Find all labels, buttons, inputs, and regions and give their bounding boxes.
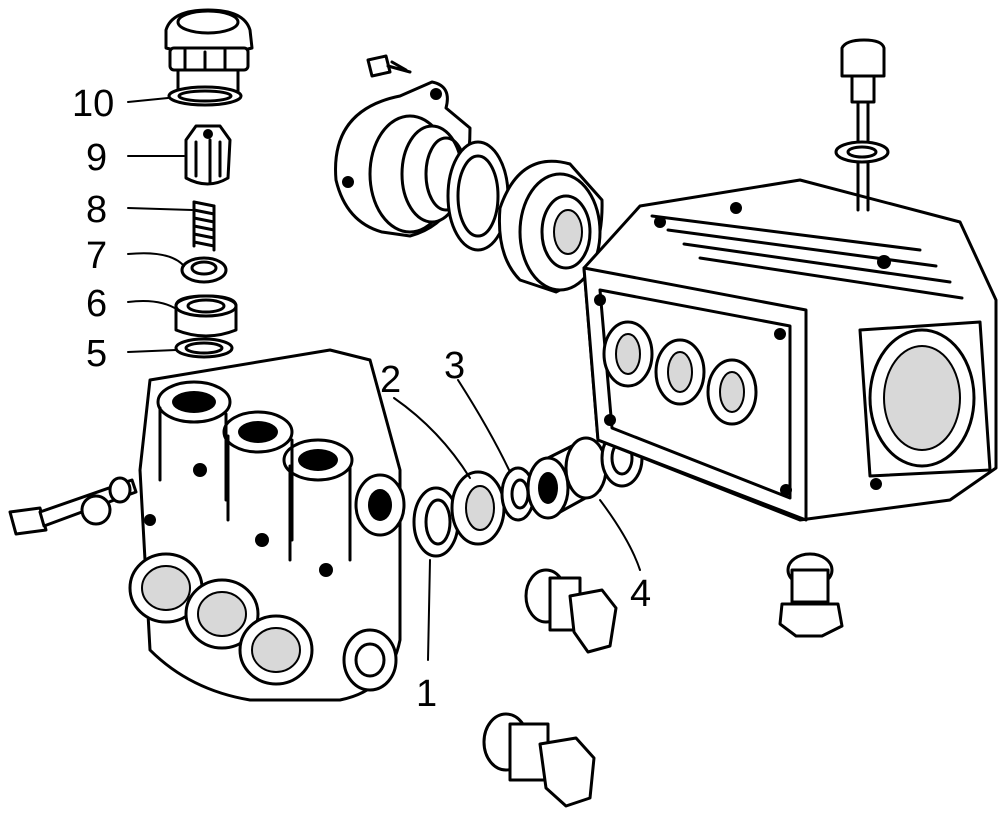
valve-plug-10	[164, 8, 254, 107]
bearing-cover	[334, 80, 472, 238]
seal-ring-1	[412, 486, 460, 558]
drain-plug-right	[778, 552, 844, 638]
label-10: 10	[72, 83, 114, 125]
head-bolt	[8, 476, 138, 536]
label-5: 5	[86, 333, 107, 375]
label-2: 2	[380, 359, 401, 401]
label-9: 9	[86, 137, 107, 179]
o-ring-5	[174, 337, 234, 359]
seal-ring-2	[450, 470, 506, 546]
plug-middle	[524, 568, 618, 654]
label-3: 3	[444, 345, 465, 387]
leader-lines-seals	[393, 379, 641, 661]
label-8: 8	[86, 189, 107, 231]
manifold-head	[128, 348, 406, 702]
label-4: 4	[630, 573, 651, 615]
oil-dipstick	[834, 38, 890, 212]
valve-disc-7	[180, 256, 228, 284]
valve-cage-9	[184, 124, 232, 186]
cover-screw	[366, 54, 412, 78]
bearing	[497, 159, 604, 294]
valve-seat-6	[174, 294, 238, 338]
label-1: 1	[416, 673, 437, 715]
label-7: 7	[86, 235, 107, 277]
leader-lines-left	[127, 97, 193, 353]
crankcase	[582, 178, 998, 522]
label-6: 6	[86, 283, 107, 325]
valve-spring-8	[192, 200, 216, 252]
plug-bottom	[482, 712, 596, 808]
